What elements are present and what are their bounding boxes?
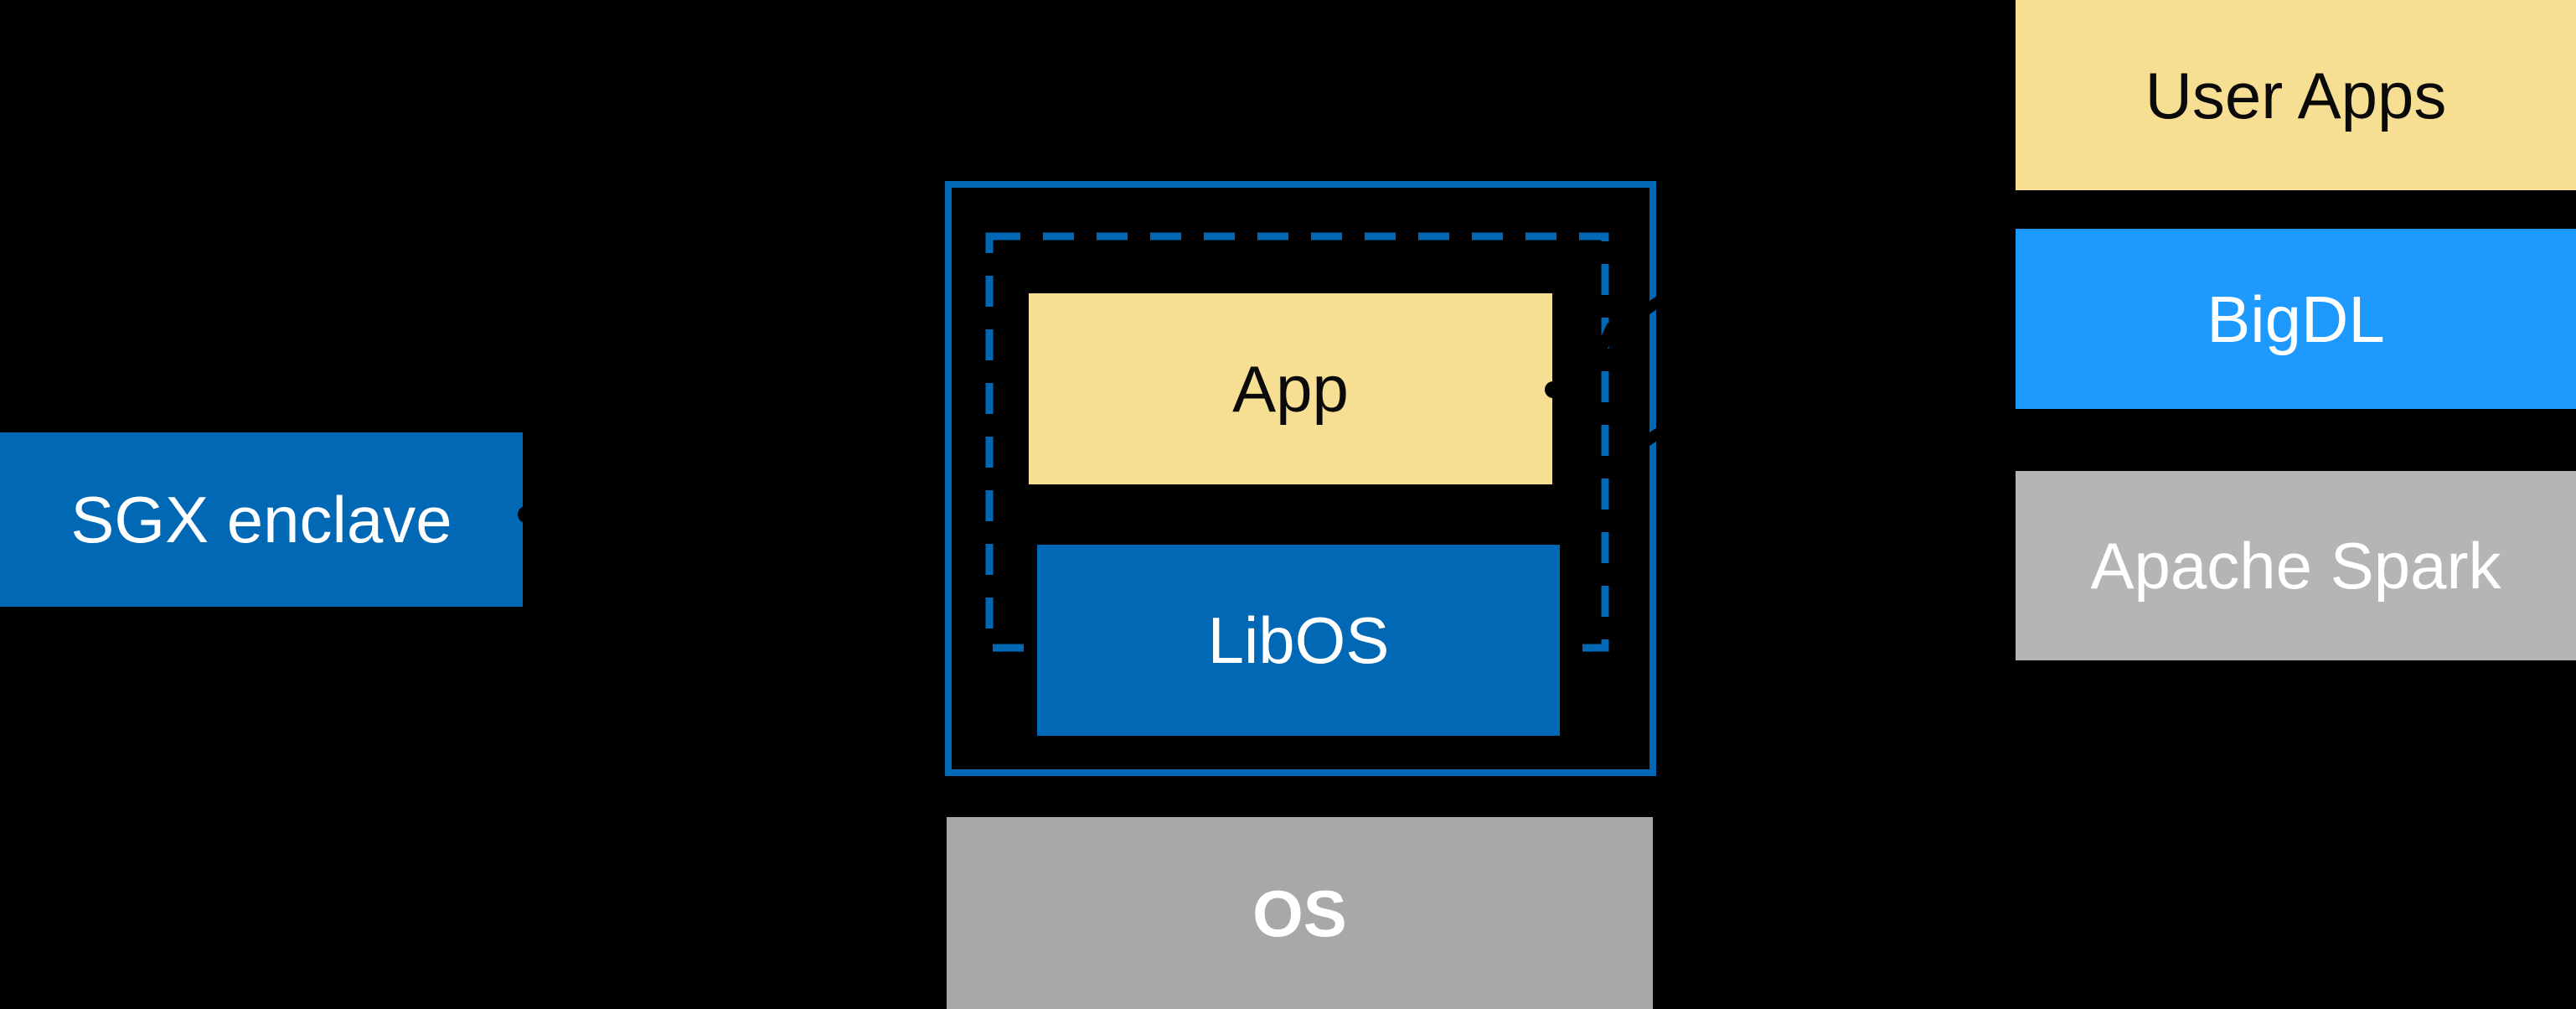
apache-spark-label: Apache Spark	[2090, 529, 2501, 603]
libos-box: LibOS	[1037, 545, 1560, 736]
sgx-dashed-boundary	[985, 232, 1609, 652]
user-apps-box: User Apps	[2016, 0, 2576, 190]
bigdl-box: BigDL	[2016, 229, 2576, 409]
user-apps-label: User Apps	[2145, 58, 2447, 132]
os-label: OS	[1252, 876, 1347, 950]
libos-label: LibOS	[1207, 603, 1390, 677]
enclave-border-box	[945, 181, 1656, 776]
arrow-stack-to-app	[1556, 389, 2016, 484]
notch-enclave-border-upper	[1634, 291, 1670, 320]
sgx-enclave-label: SGX enclave	[70, 483, 452, 556]
connector-dot-sgx	[518, 506, 534, 523]
notch-dashed-boundary	[1592, 323, 1618, 361]
notch-enclave-border-lower	[1634, 422, 1670, 452]
app-label: App	[1232, 352, 1349, 426]
connector-sgx-to-enclave	[533, 510, 943, 581]
app-box: App	[1029, 293, 1552, 484]
sgx-enclave-label-box: SGX enclave	[0, 432, 523, 607]
apache-spark-box: Apache Spark	[2016, 471, 2576, 660]
bigdl-label: BigDL	[2207, 282, 2385, 356]
connector-dot-app	[1545, 381, 1562, 398]
os-box: OS	[947, 817, 1653, 1009]
